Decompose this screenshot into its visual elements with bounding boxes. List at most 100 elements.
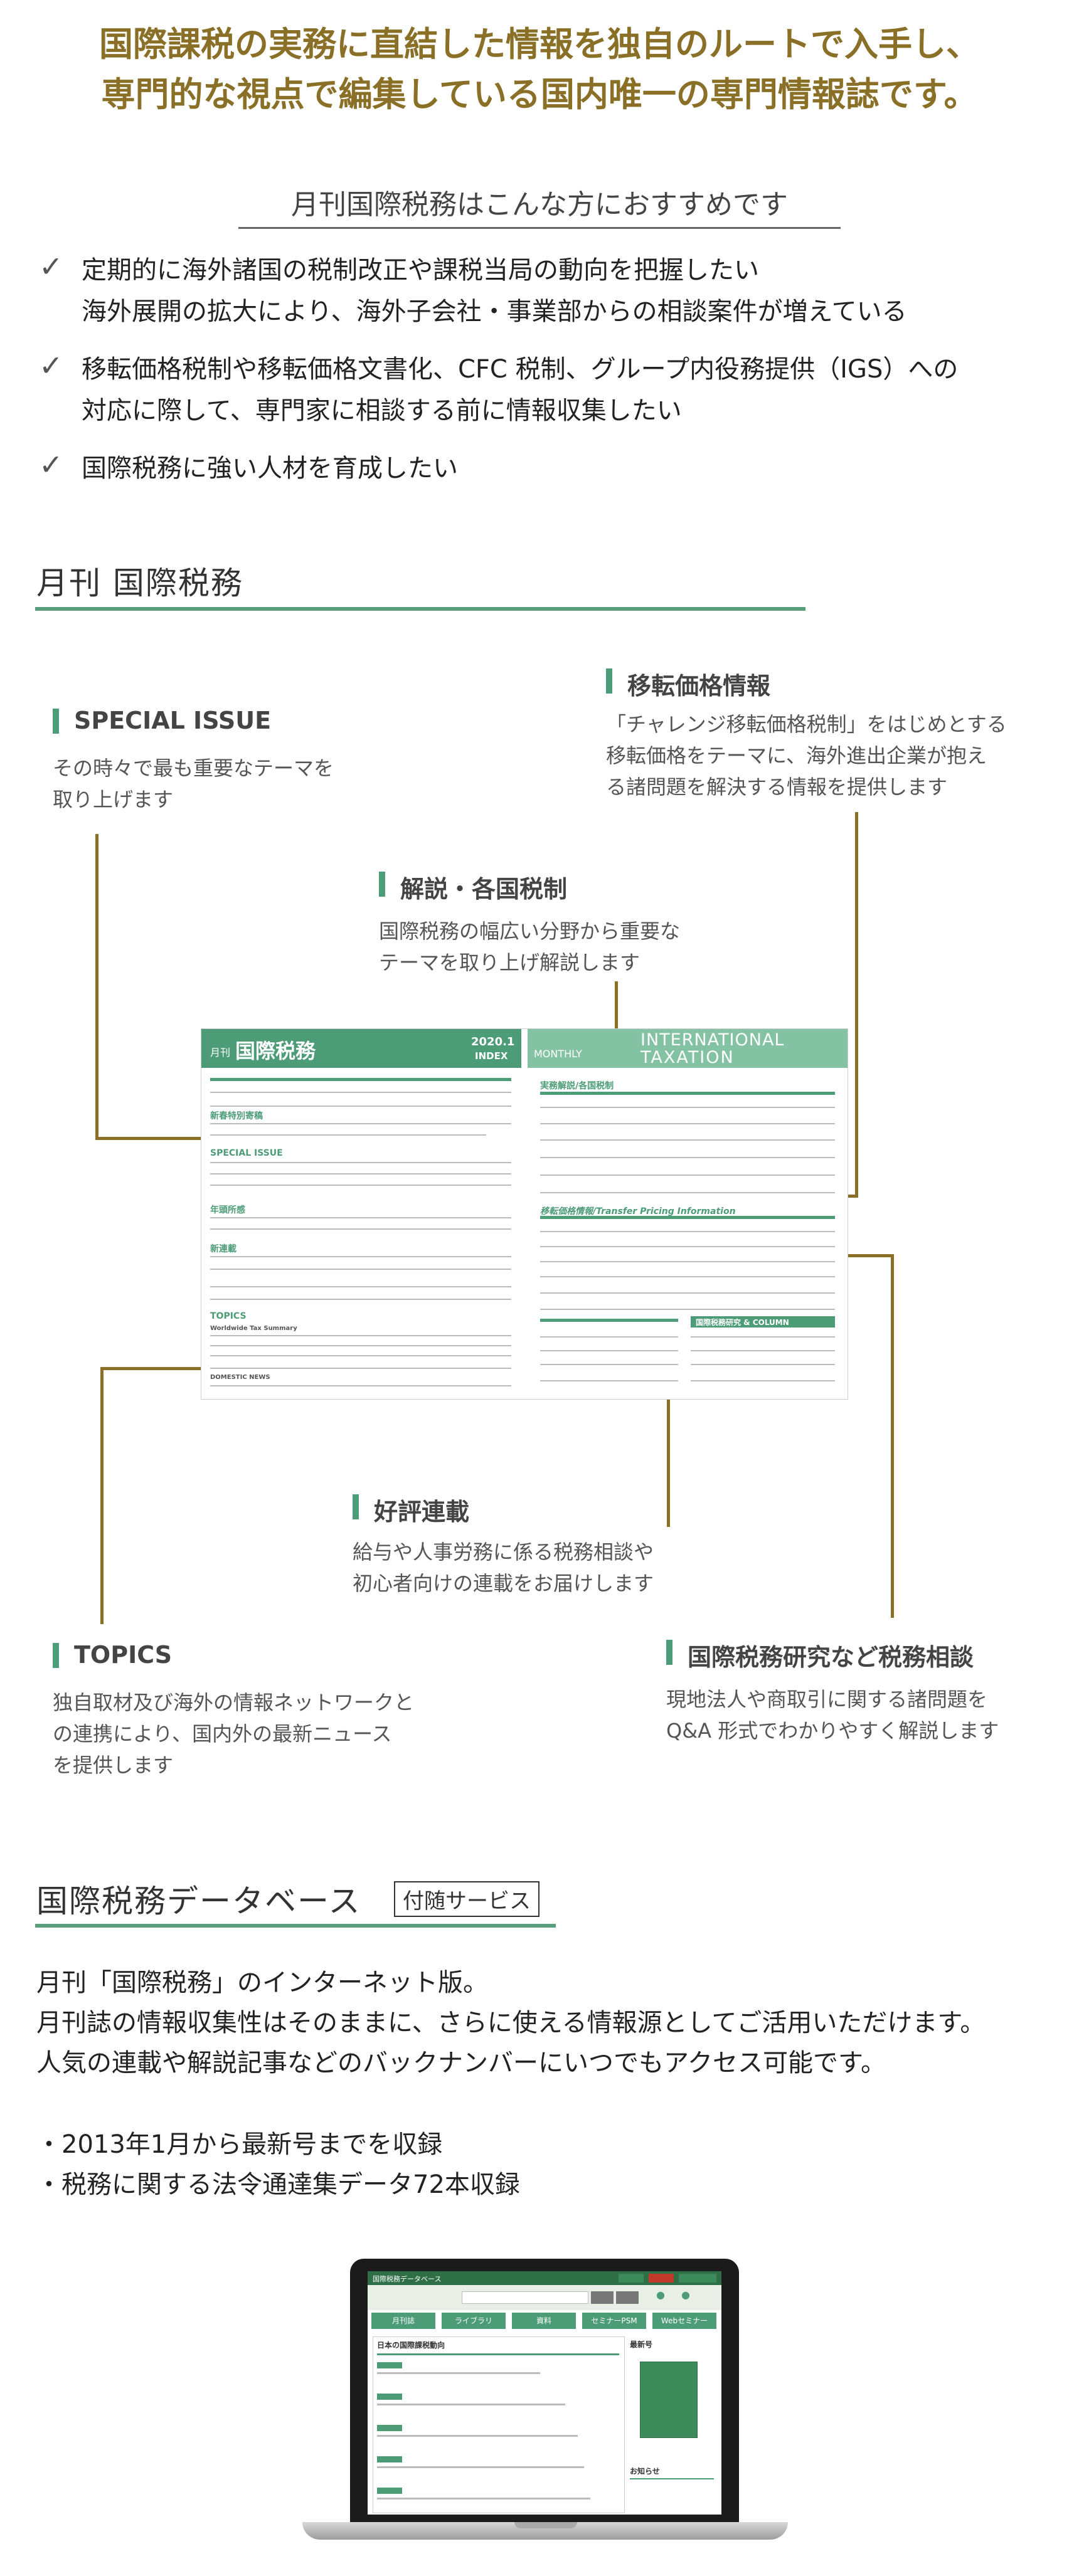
toc-rule (540, 1157, 835, 1158)
site-search-button[interactable] (591, 2291, 614, 2304)
toc-rule (210, 1123, 511, 1124)
headline-line1: 国際課税の実務に直結した情報を独自のルートで入手し、 (99, 24, 980, 64)
database-desc-line3: 人気の連載や解説記事などのバックナンバーにいつでもアクセス可能です。 (36, 2049, 886, 2077)
toc-rule (210, 1256, 511, 1257)
site-top-button[interactable] (649, 2274, 674, 2283)
callout-marker (353, 1494, 359, 1519)
site-notice-title: お知らせ (630, 2467, 660, 2476)
callout-marker (606, 668, 612, 694)
news-tag (377, 2394, 402, 2400)
index-header-bar-right: MONTHLY INTERNATIONAL TAXATION (528, 1029, 848, 1068)
latest-issue-cover[interactable] (640, 2362, 698, 2438)
english-title-2: TAXATION (640, 1048, 735, 1067)
callout-commentary-title: 解説・各国税制 (400, 875, 568, 903)
connector-line (615, 981, 618, 1050)
site-nav-seminar[interactable]: セミナーPSM (582, 2313, 646, 2329)
site-news-panel: 日本の国際課税動向 (373, 2336, 625, 2513)
news-tag (377, 2488, 402, 2494)
site-nav-webseminar[interactable]: Webセミナー (652, 2313, 716, 2329)
toc-rule (210, 1355, 511, 1356)
toc-section-column: 国際税務研究 & COLUMN (696, 1318, 789, 1327)
toc-rule (210, 1335, 511, 1336)
toc-rule (540, 1231, 835, 1232)
toc-rule (691, 1364, 835, 1365)
index-header-bar: 月刊 国際税務 2020.1 INDEX (201, 1029, 521, 1068)
site-search-input[interactable] (462, 2291, 588, 2304)
toc-rule (691, 1336, 835, 1338)
site-latest-issue: 最新号 (630, 2336, 716, 2462)
monthly-label: MONTHLY (534, 1048, 582, 1060)
toc-rule (540, 1175, 835, 1176)
news-tag (377, 2425, 402, 2431)
recommend-item-1-line1: 定期的に海外諸国の税制改正や課税当局の動向を把握したい (82, 256, 759, 285)
connector-line (831, 1254, 894, 1257)
database-desc-line1: 月刊「国際税務」のインターネット版。 (36, 1968, 488, 1997)
callout-series-text2: 初心者向けの連載をお届けします (353, 1571, 654, 1595)
check-icon: ✓ (39, 349, 63, 383)
toc-domestic-news: DOMESTIC NEWS (210, 1374, 270, 1381)
toc-rule (540, 1139, 835, 1141)
right-col-rule (540, 1092, 835, 1095)
site-nav-magazine[interactable]: 月刊誌 (371, 2313, 435, 2329)
site-search-bar: ● ● (368, 2285, 721, 2310)
callout-commentary-text1: 国際税務の幅広い分野から重要な (379, 919, 681, 943)
site-top-button[interactable] (679, 2274, 716, 2283)
callout-tax-consult-text2: Q&A 形式でわかりやすく解説します (666, 1719, 999, 1743)
toc-rule (540, 1246, 835, 1247)
database-bullet-1: ・2013年1月から最新号までを収録 (36, 2130, 443, 2159)
site-nav-materials[interactable]: 資料 (512, 2313, 576, 2329)
callout-topics-text1: 独自取材及び海外の情報ネットワークと (53, 1691, 415, 1714)
toc-rule (210, 1162, 511, 1163)
site-nav: 月刊誌 ライブラリ 資料 セミナーPSM Webセミナー (368, 2313, 721, 2331)
brand-small: 月刊 (210, 1047, 231, 1058)
toc-rule (210, 1173, 511, 1175)
database-section-title: 国際税務データベース (36, 1883, 361, 1919)
toc-section-commentary: 実務解説/各国税制 (540, 1081, 614, 1091)
connector-line (855, 812, 858, 1198)
user-icon[interactable]: ● (656, 2289, 665, 2301)
toc-rule (210, 1106, 511, 1107)
callout-special-issue-text1: その時々で最も重要なテーマを (53, 756, 334, 780)
toc-rule (210, 1185, 511, 1186)
database-section-underline (35, 1924, 556, 1928)
toc-section-new-series: 新連載 (210, 1244, 237, 1254)
callout-topics-text3: を提供します (53, 1753, 174, 1777)
toc-section-topics: TOPICS (210, 1311, 247, 1321)
laptop-notch (514, 2522, 577, 2528)
english-title-1: INTERNATIONAL (640, 1030, 785, 1050)
toc-rule (210, 1345, 511, 1346)
toc-rule (540, 1336, 678, 1338)
connector-line (95, 1137, 221, 1140)
site-top-button[interactable] (619, 2274, 644, 2283)
bookmark-icon[interactable]: ● (681, 2289, 690, 2301)
connector-line (100, 1367, 104, 1624)
toc-rule (540, 1261, 835, 1262)
callout-series-title: 好評連載 (374, 1498, 470, 1526)
site-nav-library[interactable]: ライブラリ (442, 2313, 506, 2329)
toc-section-special-issue: SPECIAL ISSUE (210, 1148, 283, 1158)
toc-rule (210, 1269, 511, 1270)
toc-rule (210, 1092, 511, 1093)
check-icon: ✓ (39, 448, 63, 482)
site-news-title: 日本の国際課税動向 (377, 2341, 445, 2350)
recommend-title-underline (238, 227, 841, 229)
toc-rule (210, 1217, 511, 1218)
toc-rule (540, 1192, 835, 1193)
database-bullet-2: ・税務に関する法令通達集データ72本収録 (36, 2170, 520, 2199)
toc-rule (210, 1286, 511, 1287)
toc-section-new-year-address: 年頭所感 (210, 1205, 245, 1215)
news-tag (377, 2456, 402, 2463)
recommend-title: 月刊国際税務はこんな方におすすめです (291, 189, 788, 221)
toc-rule (540, 1123, 835, 1124)
callout-marker (379, 872, 385, 897)
callout-special-issue-title: SPECIAL ISSUE (74, 707, 272, 734)
toc-rule (540, 1350, 678, 1351)
toc-rule (691, 1350, 835, 1351)
toc-rule (691, 1380, 835, 1381)
callout-marker (53, 1643, 59, 1668)
connector-line (95, 834, 98, 1138)
callout-tax-consult-text1: 現地法人や商取引に関する諸問題を (666, 1687, 988, 1711)
site-advanced-button[interactable] (616, 2291, 639, 2304)
database-site-screenshot: 国際税務データベース ● ● 月刊誌 ライブラリ 資料 セミナーPSM Webセ… (368, 2271, 721, 2515)
headline-line2: 専門的な視点で編集している国内唯一の専門情報誌です。 (101, 74, 978, 114)
